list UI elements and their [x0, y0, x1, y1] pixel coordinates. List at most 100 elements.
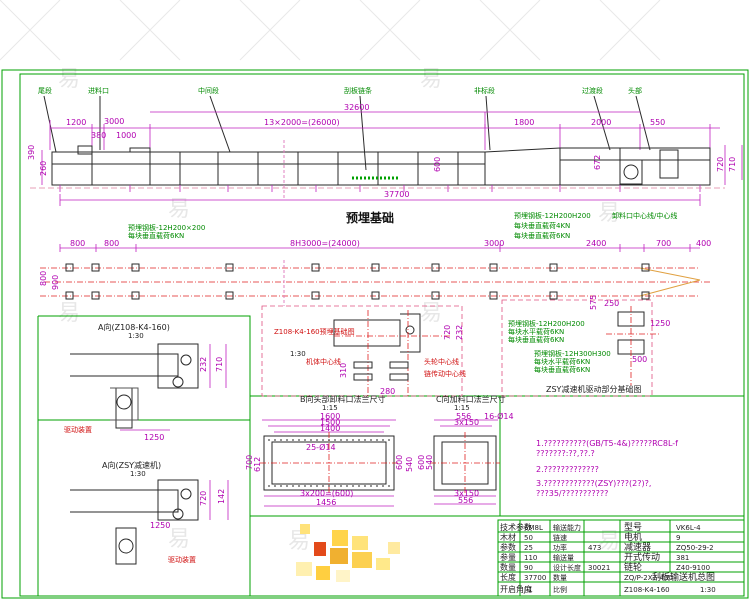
- svg-text:1:30: 1:30: [130, 470, 146, 478]
- svg-text:800: 800: [104, 239, 119, 248]
- svg-text:142: 142: [217, 489, 226, 504]
- svg-text:易: 易: [420, 301, 442, 326]
- svg-text:32600: 32600: [344, 103, 369, 112]
- svg-text:ZQ50-29-2: ZQ50-29-2: [676, 544, 714, 552]
- svg-text:25-Ø14: 25-Ø14: [306, 442, 336, 452]
- tail-section: [51, 151, 93, 186]
- svg-text:400: 400: [696, 239, 711, 248]
- svg-text:381: 381: [676, 554, 689, 562]
- svg-text:中间段: 中间段: [198, 86, 219, 95]
- svg-text:A向(ZSY减速机): A向(ZSY减速机): [102, 460, 161, 470]
- svg-text:1:30: 1:30: [700, 586, 716, 594]
- svg-text:720: 720: [443, 325, 452, 340]
- detail-foundation: Z108-K4-160预埋基础图 1:30 机体中心线 头轮中心线 链传动中心线…: [261, 305, 466, 397]
- svg-text:1:30: 1:30: [290, 350, 306, 358]
- svg-text:J-1: J-1: [523, 586, 533, 594]
- svg-text:过渡段: 过渡段: [582, 86, 603, 95]
- embedded-plates: [65, 263, 650, 300]
- svg-text:数量: 数量: [553, 573, 567, 582]
- svg-text:1200: 1200: [66, 118, 86, 127]
- svg-text:易: 易: [420, 67, 442, 92]
- foundation-plan: 预埋基础 预埋钢板-12H200×200 每块垂直载荷6KN 预埋钢板-12H2…: [39, 210, 712, 364]
- svg-text:预埋钢板-12H200H200: 预埋钢板-12H200H200: [508, 319, 585, 328]
- svg-text:设计长度: 设计长度: [553, 563, 581, 572]
- svg-text:2000: 2000: [591, 118, 611, 127]
- svg-text:700: 700: [245, 455, 254, 470]
- svg-text:易: 易: [598, 201, 620, 226]
- svg-text:1250: 1250: [150, 521, 170, 530]
- svg-text:1456: 1456: [316, 498, 336, 507]
- svg-text:易: 易: [58, 67, 80, 92]
- section-b-title: B向头部卸料口法兰尺寸: [300, 394, 386, 404]
- svg-text:3x150: 3x150: [454, 418, 479, 427]
- svg-text:易: 易: [168, 197, 190, 222]
- svg-text:3x150: 3x150: [454, 489, 479, 498]
- svg-text:556: 556: [458, 496, 473, 505]
- zsy-base: 预埋钢板-12H200H200 每块水平载荷6KN 每块垂直载荷6KN 预埋钢板…: [501, 299, 660, 397]
- svg-text:260: 260: [39, 161, 48, 176]
- svg-text:37700: 37700: [524, 574, 546, 582]
- drive-unit: [619, 159, 643, 185]
- svg-text:易: 易: [58, 301, 80, 326]
- watermark: 易 易 易 易 易 易 易 易 易: [0, 0, 661, 554]
- svg-text:710: 710: [215, 357, 224, 372]
- svg-text:技术参数: 技术参数: [500, 522, 532, 532]
- svg-text:2400: 2400: [586, 239, 606, 248]
- svg-text:700: 700: [656, 239, 671, 248]
- svg-text:30021: 30021: [588, 564, 610, 572]
- svg-text:每块垂直载荷4KN: 每块垂直载荷4KN: [514, 221, 570, 230]
- svg-text:540: 540: [405, 457, 414, 472]
- svg-text:1250: 1250: [144, 433, 164, 442]
- svg-text:1800: 1800: [514, 118, 534, 127]
- svg-text:进料口: 进料口: [88, 86, 109, 95]
- svg-text:3000: 3000: [104, 117, 124, 126]
- svg-text:473: 473: [588, 544, 601, 552]
- svg-text:A向(Z108-K4-160): A向(Z108-K4-160): [98, 322, 170, 332]
- svg-text:250: 250: [604, 299, 619, 308]
- section-c-title: C向加料口法兰尺寸: [436, 394, 506, 404]
- svg-text:尾段: 尾段: [38, 86, 52, 95]
- svg-text:1250: 1250: [650, 319, 670, 328]
- svg-text:减速器: 减速器: [624, 541, 651, 553]
- svg-text:1600: 1600: [320, 412, 340, 421]
- svg-text:16-Ø14: 16-Ø14: [484, 411, 514, 421]
- svg-text:每块垂直载荷6KN: 每块垂直载荷6KN: [128, 231, 184, 240]
- svg-text:672: 672: [593, 155, 602, 170]
- svg-text:50: 50: [524, 534, 533, 542]
- svg-text:6M8L: 6M8L: [524, 524, 543, 532]
- technical-notes: 1.??????????(GB/T5-4&)?????RC8L-f ??????…: [536, 439, 678, 498]
- flange-b: 1600 1500 1400 25-Ø14 3x200=(600) 1456 7…: [245, 412, 414, 507]
- svg-text:电机: 电机: [624, 531, 642, 543]
- svg-text:3.????????????(ZSY)???(2?)?,: 3.????????????(ZSY)???(2?)?,: [536, 479, 651, 488]
- svg-text:612: 612: [253, 457, 262, 472]
- svg-text:头轮中心线: 头轮中心线: [424, 357, 459, 366]
- svg-text:232: 232: [199, 357, 208, 372]
- svg-text:1500: 1500: [320, 418, 340, 427]
- svg-text:Z108-K4-160: Z108-K4-160: [624, 586, 670, 594]
- drawing-frame: [1, 69, 749, 599]
- svg-text:VK6L-4: VK6L-4: [676, 524, 701, 532]
- flange-c: 556 3x150 16-Ø14 3x150 556 600 540: [417, 411, 514, 505]
- view-a-zsy: A向(ZSY减速机) 1:30 720 142 1250 驱动装置: [70, 460, 229, 565]
- svg-text:ZQ/P-2X7-400: ZQ/P-2X7-400: [624, 574, 673, 582]
- svg-text:长度: 长度: [500, 572, 516, 582]
- svg-text:575: 575: [589, 295, 598, 310]
- svg-text:720: 720: [199, 491, 208, 506]
- svg-text:木材: 木材: [500, 532, 516, 542]
- svg-text:数量: 数量: [500, 562, 516, 572]
- svg-text:800: 800: [70, 239, 85, 248]
- svg-text:8H3000=(24000): 8H3000=(24000): [290, 239, 360, 248]
- censored-mosaic: [296, 524, 400, 582]
- svg-text:37700: 37700: [384, 190, 409, 199]
- svg-text:每块垂直载荷6KN: 每块垂直载荷6KN: [534, 365, 590, 374]
- inner-frame: [19, 73, 745, 597]
- svg-text:280: 280: [380, 387, 395, 396]
- svg-text:390: 390: [27, 145, 36, 160]
- svg-text:500: 500: [632, 355, 647, 364]
- svg-text:2.?????????????: 2.?????????????: [536, 465, 599, 474]
- svg-text:900: 900: [51, 275, 60, 290]
- svg-text:556: 556: [456, 412, 471, 421]
- svg-text:非标段: 非标段: [474, 86, 495, 95]
- svg-text:1000: 1000: [116, 131, 136, 140]
- svg-text:刮板输送机总图: 刮板输送机总图: [652, 571, 715, 583]
